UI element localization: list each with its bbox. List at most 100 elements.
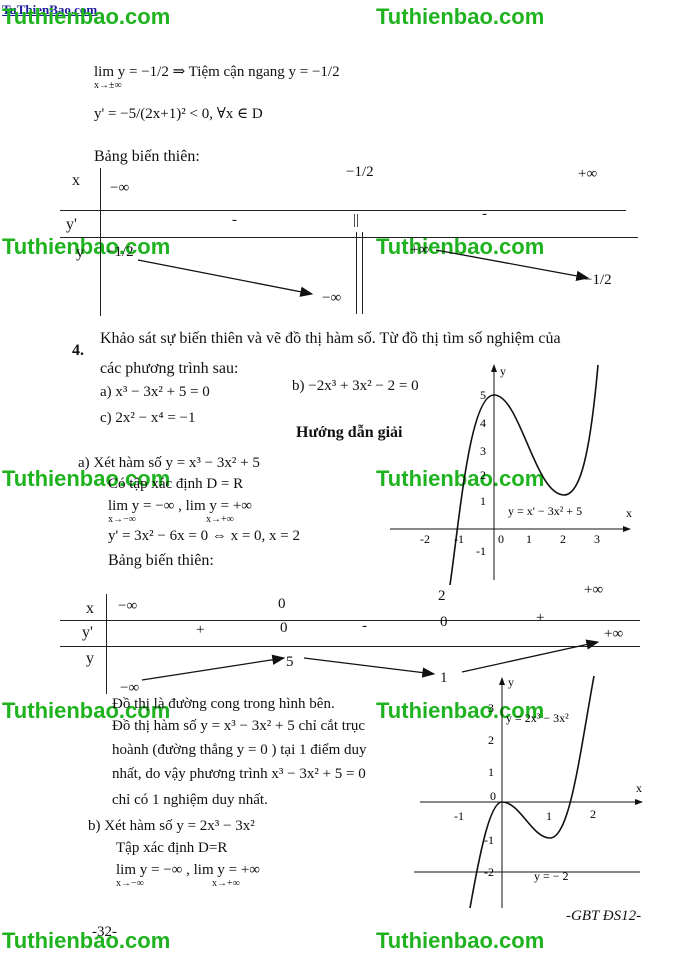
svg-text:2: 2: [560, 532, 566, 546]
problem-number: 4.: [72, 342, 84, 359]
solution-a-line: y' = 3x² − 6x = 0 ⇔ x = 0, x = 2: [108, 528, 300, 544]
yprime-sign: 0: [440, 614, 448, 630]
conclusion-line: Đồ thị là đường cong trong hình bên.: [112, 696, 335, 712]
y-value: +∞: [604, 626, 624, 642]
svg-text:-1: -1: [454, 532, 464, 546]
svg-text:-1: -1: [476, 544, 486, 558]
watermark: Tuthienbao.com: [376, 928, 545, 953]
row-label-yprime: y': [82, 624, 93, 641]
limit-subscript: x→+∞: [206, 514, 234, 525]
y-value: −1/2: [106, 244, 134, 260]
svg-text:1: 1: [480, 494, 486, 508]
y-value: +∞: [410, 242, 430, 258]
svg-text:2: 2: [480, 468, 486, 482]
svg-text:1: 1: [526, 532, 532, 546]
watermark: Tuthienbao.com: [376, 4, 545, 29]
page-number: -32-: [92, 924, 117, 940]
x-value: −∞: [118, 598, 138, 614]
svg-text:x: x: [626, 506, 632, 520]
x-value: −∞: [110, 180, 130, 196]
equation-b: b) −2x³ + 3x² − 2 = 0: [292, 378, 419, 394]
derivative-line: y' = −5/(2x+1)² < 0, ∀x ∈ D: [94, 106, 263, 122]
problem-statement: các phương trình sau:: [100, 360, 239, 377]
watermark: Tuthienbao.com: [2, 4, 171, 29]
watermark: Tuthienbao.com: [2, 234, 171, 259]
svg-text:-2: -2: [484, 865, 494, 879]
svg-text:y = − 2: y = − 2: [534, 869, 569, 883]
svg-text:y: y: [500, 364, 506, 378]
svg-text:x: x: [636, 781, 642, 795]
x-value: 0: [278, 596, 286, 612]
x-value: +∞: [578, 166, 598, 182]
yprime-sign: -: [232, 212, 237, 228]
row-label-y: y: [86, 650, 94, 667]
watermark: Tuthienbao.com: [376, 466, 545, 491]
solution-b-limits: lim y = −∞ , lim y = +∞: [116, 862, 260, 878]
svg-text:-1: -1: [484, 833, 494, 847]
solution-b-line: b) Xét hàm số y = 2x³ − 3x²: [88, 818, 255, 834]
yprime-undefined: ||: [353, 212, 360, 228]
row-label-yprime: y': [66, 216, 77, 233]
svg-text:3: 3: [488, 701, 494, 715]
solution-b-line: Tập xác định D=R: [116, 840, 228, 856]
watermark: Tuthienbao.com: [2, 466, 171, 491]
svg-text:5: 5: [480, 388, 486, 402]
yprime-sign: -: [482, 206, 487, 222]
graph-cubic-2: y x -1 1 2 3 2 1 0 -1 -2 y = 2x³ − 3x² y…: [414, 675, 643, 909]
site-link[interactable]: TuThienBao.com: [2, 2, 98, 17]
watermark: Tuthienbao.com: [2, 698, 171, 723]
table-caption: Bảng biến thiên:: [94, 148, 200, 165]
svg-text:y = 2x³ − 3x²: y = 2x³ − 3x²: [506, 711, 569, 725]
graph-cubic-1: y x -2 -1 0 1 2 3 5 4 3 2 1 -1 y = x' − …: [390, 364, 632, 585]
y-value: −∞: [322, 290, 342, 306]
conclusion-line: nhất, do vậy phương trình x³ − 3x² + 5 =…: [112, 766, 366, 782]
row-label-x: x: [86, 600, 94, 617]
svg-text:y = x' − 3x² + 5: y = x' − 3x² + 5: [508, 504, 582, 518]
svg-text:0: 0: [490, 789, 496, 803]
limit-subscript: x→+∞: [212, 878, 240, 889]
svg-text:3: 3: [480, 444, 486, 458]
svg-text:2: 2: [590, 807, 596, 821]
svg-text:2: 2: [488, 733, 494, 747]
conclusion-line: Đồ thị hàm số y = x³ − 3x² + 5 chỉ cắt t…: [112, 718, 366, 734]
watermark: Tuthienbao.com: [2, 928, 171, 953]
yprime-sign: +: [536, 610, 545, 626]
svg-text:4: 4: [480, 416, 486, 430]
yprime-sign: +: [196, 622, 205, 638]
solution-a-limits: lim y = −∞ , lim y = +∞: [108, 498, 252, 514]
limit-subscript: x→−∞: [108, 514, 136, 525]
svg-text:0: 0: [498, 532, 504, 546]
variation-arrows: [141, 639, 600, 681]
y-value: 1: [440, 670, 448, 686]
conclusion-line: hoành (đường thẳng y = 0 ) tại 1 điểm du…: [112, 742, 367, 758]
svg-text:-2: -2: [420, 532, 430, 546]
x-value: −1/2: [346, 164, 374, 180]
limit-subscript: x→±∞: [94, 80, 122, 91]
svg-text:3: 3: [594, 532, 600, 546]
horizontal-asymptote: lim y = −1/2 ⇒ Tiệm cận ngang y = −1/2: [94, 64, 340, 80]
equation-c: c) 2x² − x⁴ = −1: [100, 410, 196, 426]
x-value: 2: [438, 588, 446, 604]
book-code: -GBT ĐS12-: [566, 908, 642, 924]
yprime-sign: 0: [280, 620, 288, 636]
variation-arrows: [137, 249, 590, 297]
limit-subscript: x→−∞: [116, 878, 144, 889]
row-label-x: x: [72, 172, 80, 189]
solution-heading: Hướng dẫn giải: [296, 424, 403, 441]
conclusion-line: chỉ có 1 nghiệm duy nhất.: [112, 792, 268, 808]
y-value: −∞: [120, 680, 140, 696]
watermark: Tuthienbao.com: [376, 698, 545, 723]
table-caption: Bảng biến thiên:: [108, 552, 214, 569]
yprime-sign: -: [362, 618, 367, 634]
problem-statement: Khảo sát sự biến thiên và vẽ đồ thị hàm …: [100, 330, 561, 347]
solution-a-line: a) Xét hàm số y = x³ − 3x² + 5: [78, 455, 260, 471]
row-label-y: y: [76, 244, 84, 261]
svg-text:-1: -1: [454, 809, 464, 823]
y-value: 5: [286, 654, 294, 670]
svg-text:1: 1: [488, 765, 494, 779]
solution-a-line: Có tập xác định D = R: [108, 476, 244, 492]
svg-text:y: y: [508, 675, 514, 689]
y-value: −1/2: [584, 272, 612, 288]
svg-text:1: 1: [546, 809, 552, 823]
x-value: +∞: [584, 582, 604, 598]
